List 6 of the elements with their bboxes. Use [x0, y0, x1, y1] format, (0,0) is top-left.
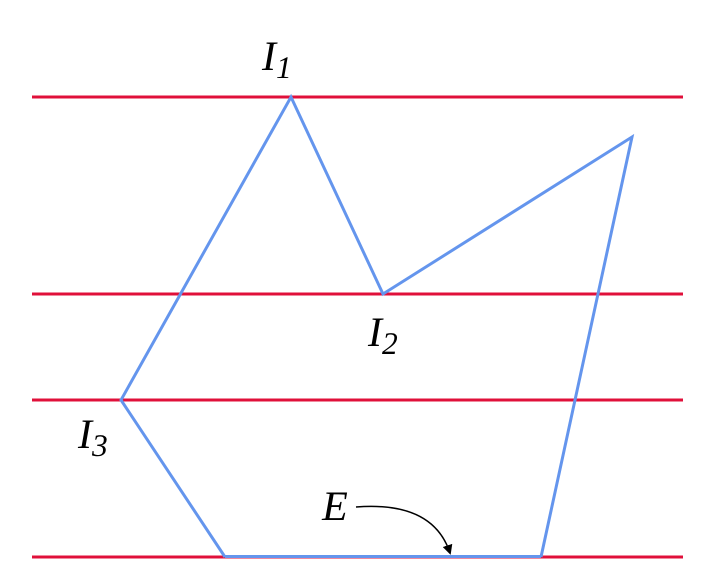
point-label: I$_{2}$ [368, 312, 398, 354]
arrow [356, 506, 452, 555]
edge-label: E [316, 484, 354, 530]
bottom-edge-line [225, 555, 541, 558]
point-label: I$_{3}$ [78, 414, 108, 456]
point-label: I$_{1}$ [262, 36, 292, 78]
